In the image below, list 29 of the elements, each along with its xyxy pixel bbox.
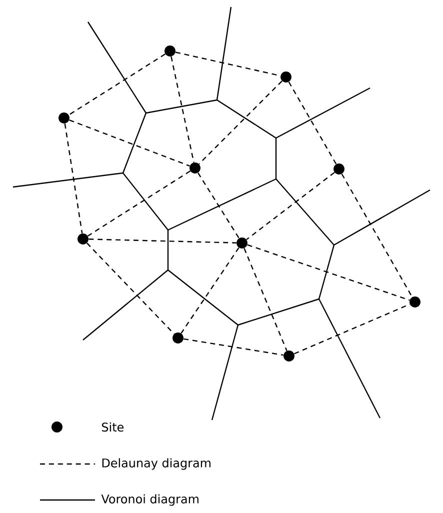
delaunay-edge [69,119,190,167]
site-dot [190,162,200,174]
site-dot [236,238,248,248]
site-dot [334,164,344,174]
site-dot [78,234,88,244]
delaunay-edge [87,170,191,236]
site-dot [284,350,294,362]
site-dot [172,332,184,344]
site-dot [164,46,176,56]
delaunay-edge [244,248,288,351]
delaunay-edge [247,244,410,301]
delaunay-edge [180,247,240,334]
legend-label: Site [102,422,124,432]
delaunay-edge [184,338,284,356]
delaunay-edge [64,124,83,234]
delaunay-edge [294,304,410,354]
delaunay-edge [68,54,166,116]
legend-label: Voronoi diagram [101,494,198,506]
delaunay-edge [288,82,337,164]
delaunay-edge [246,172,335,240]
delaunay-edge [170,56,194,163]
legend-label: Delaunay diagram [102,458,210,470]
delaunay-edge [341,174,413,298]
delaunay-edge [198,80,282,164]
delaunay-edge [88,238,236,244]
delaunay-edge [198,172,240,238]
site-dot [280,72,292,82]
site-dot [410,296,420,308]
site-dot [58,112,70,124]
